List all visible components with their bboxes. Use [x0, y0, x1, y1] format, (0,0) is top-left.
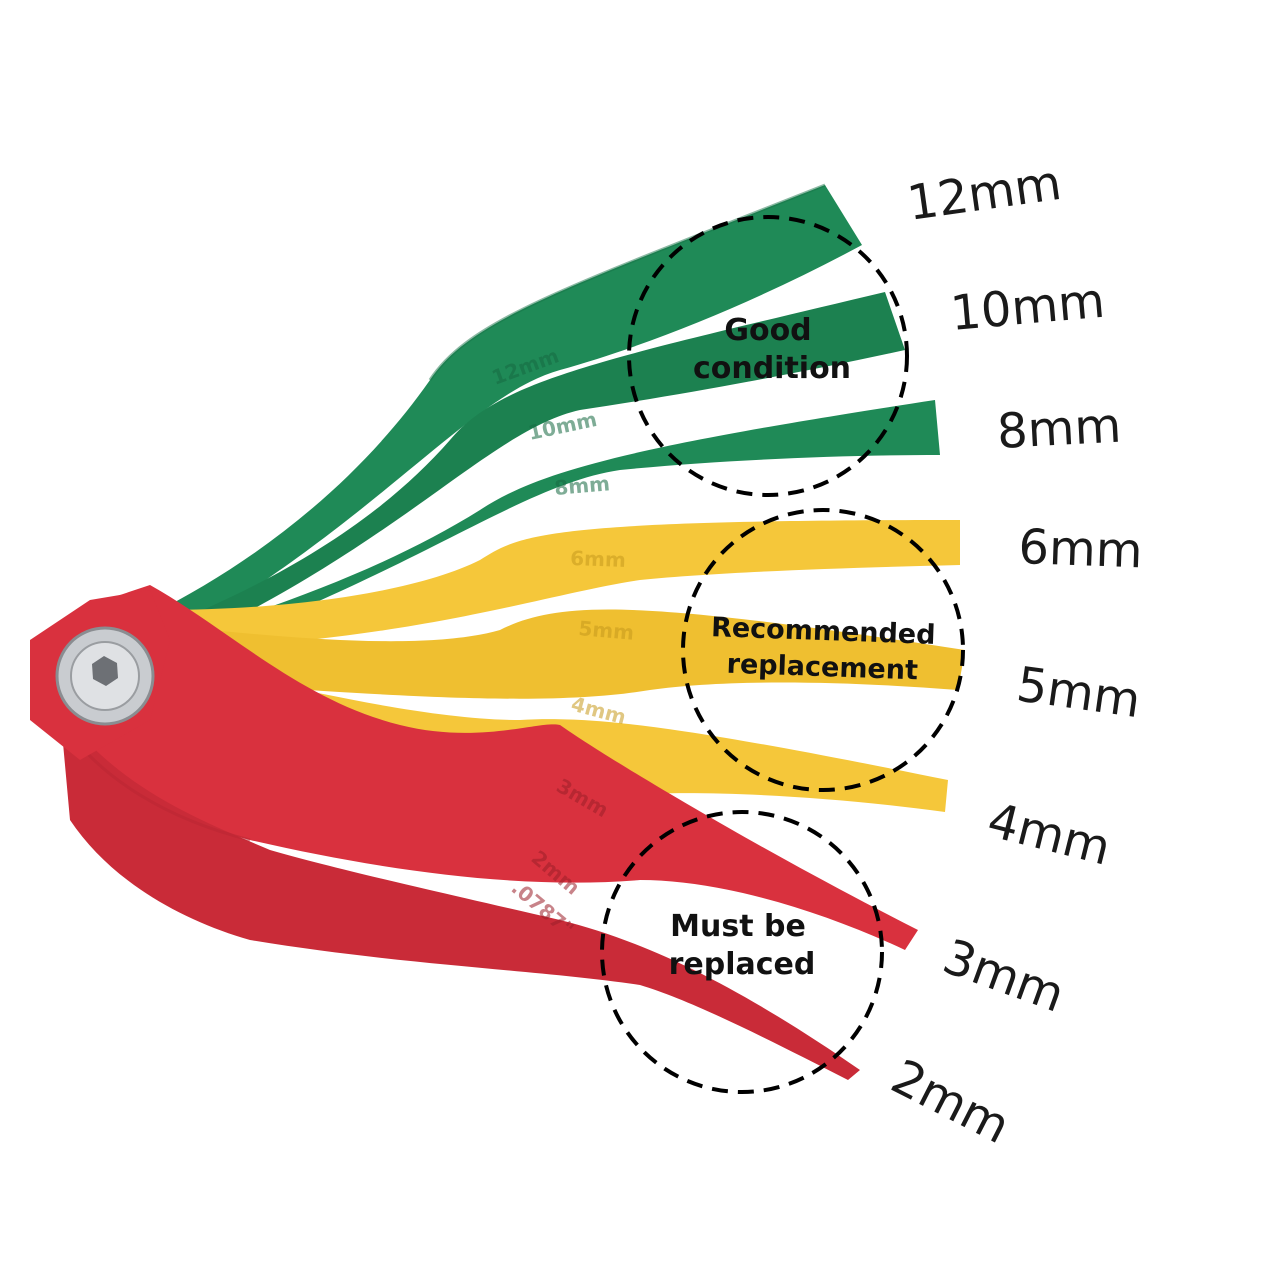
zone-replace: Must be replaced — [600, 810, 884, 1094]
hex-socket — [92, 656, 118, 686]
zone-good-circle — [627, 215, 909, 497]
zone-replace-line1: Must be — [670, 909, 806, 944]
label-10mm: 10mm — [948, 273, 1107, 342]
label-6mm: 6mm — [1018, 519, 1144, 579]
zone-recommended-circle — [681, 508, 965, 792]
zone-recommended: Recommended replacement — [681, 508, 965, 792]
zone-good-line1: Good — [724, 313, 811, 348]
label-2mm: 2mm — [883, 1049, 1019, 1155]
zone-good-line2: condition — [693, 351, 851, 386]
label-3mm: 3mm — [936, 929, 1072, 1024]
zone-recommended-line2: replacement — [726, 649, 918, 687]
blade-12mm — [150, 185, 862, 640]
blade-6mm — [160, 520, 960, 650]
engraving-8mm: 8mm — [553, 471, 610, 500]
blade-10mm — [160, 292, 905, 648]
zone-replace-line2: replaced — [669, 947, 816, 982]
engraving-6mm: 6mm — [570, 546, 626, 572]
pivot-base — [30, 590, 170, 760]
label-5mm: 5mm — [1013, 656, 1144, 729]
label-4mm: 4mm — [982, 792, 1116, 876]
blade-3mm — [60, 585, 918, 950]
blade-5mm — [165, 609, 965, 699]
label-8mm: 8mm — [996, 398, 1123, 460]
zone-good: Good condition — [627, 215, 909, 497]
zone-replace-circle — [600, 810, 884, 1094]
blade-2mm — [60, 710, 860, 1080]
label-12mm: 12mm — [904, 155, 1065, 232]
engraving-5mm: 5mm — [578, 616, 635, 645]
